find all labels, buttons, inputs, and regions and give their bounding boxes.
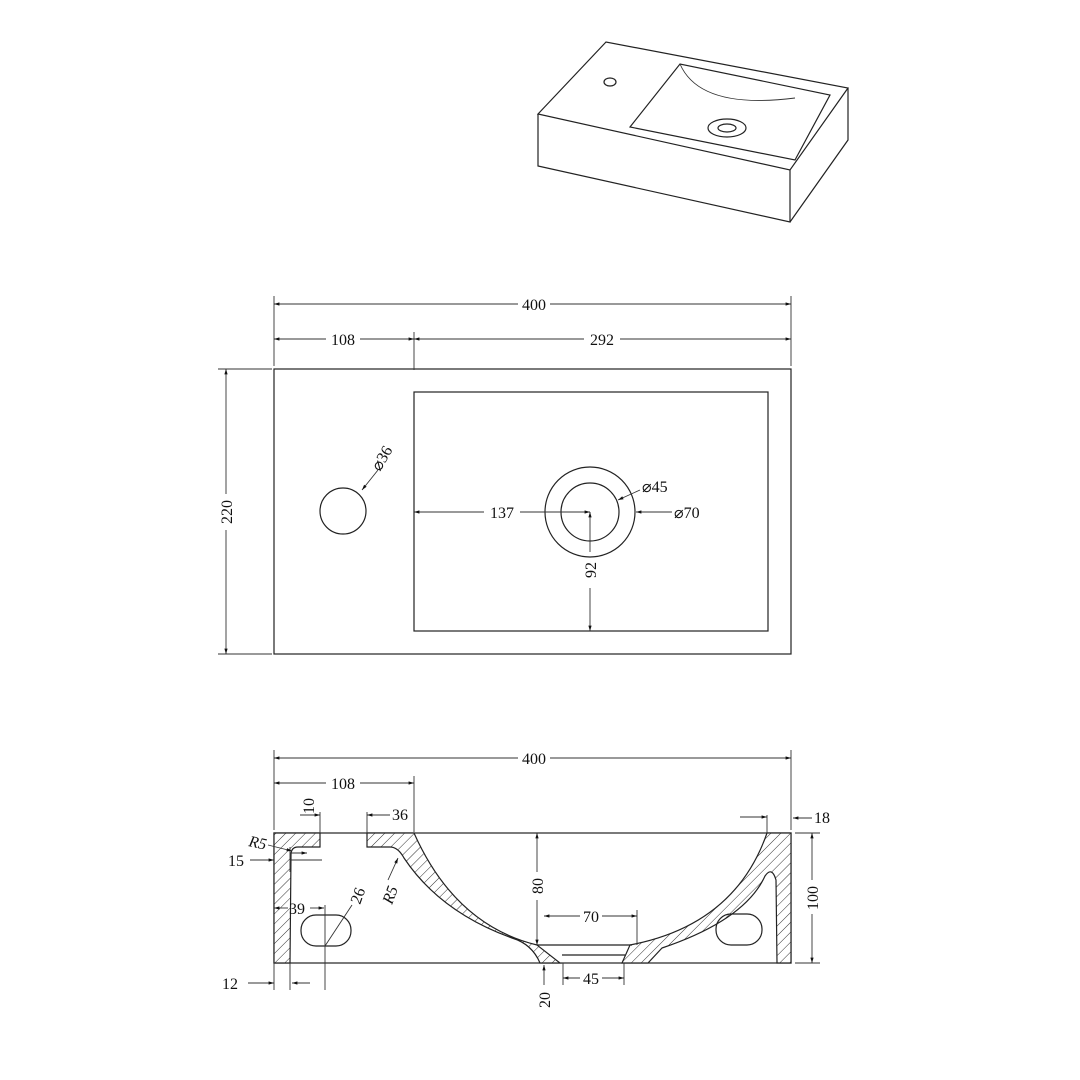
sec-dim-bowl-bottom: 70 bbox=[583, 909, 599, 926]
sec-dim-radius-inner: R5 bbox=[379, 884, 401, 907]
sec-dim-basin-depth: 80 bbox=[530, 878, 547, 894]
iso-top-face bbox=[536, 41, 850, 171]
basin-outline bbox=[273, 368, 792, 655]
section-bowl-left bbox=[366, 832, 562, 964]
dim-overall-depth: 220 bbox=[219, 500, 236, 524]
dim-drain-offset: 137 bbox=[490, 505, 514, 522]
dim-drain-inner: ⌀45 bbox=[642, 479, 668, 496]
iso-front-face bbox=[537, 114, 791, 223]
sec-dim-left-offset: 108 bbox=[331, 776, 355, 793]
iso-side-face bbox=[789, 88, 849, 223]
sec-dim-overall-width: 400 bbox=[522, 751, 546, 768]
dim-left-offset: 108 bbox=[331, 332, 355, 349]
bowl-outline bbox=[413, 391, 769, 632]
sec-dim-bottom-thickness: 20 bbox=[537, 992, 554, 1008]
iso-drain-inner bbox=[717, 123, 737, 133]
dim-drain-from-edge: 92 bbox=[583, 562, 600, 578]
section-view: 400 108 10 36 18 R5 15 R5 80 100 39 bbox=[222, 750, 830, 1008]
isometric-view bbox=[536, 41, 850, 223]
dim-overall-width: 400 bbox=[522, 297, 546, 314]
sec-dim-left-wall: 12 bbox=[222, 976, 238, 993]
section-left-wall bbox=[273, 832, 321, 964]
top-view: 400 108 292 220 ⌀36 137 ⌀45 ⌀70 92 bbox=[218, 296, 792, 655]
iso-tap-hole bbox=[603, 77, 617, 87]
iso-basin-opening bbox=[628, 63, 831, 161]
tap-hole bbox=[319, 487, 367, 535]
sec-dim-top-thickness: 15 bbox=[228, 853, 244, 870]
sec-dim-rim-lip: 10 bbox=[301, 798, 318, 814]
sec-dim-radius-left: R5 bbox=[246, 833, 268, 854]
sec-dim-overall-height: 100 bbox=[805, 886, 822, 910]
sec-dim-right-wall: 18 bbox=[814, 810, 830, 827]
iso-basin-curve bbox=[679, 63, 796, 101]
section-bowl-right bbox=[621, 832, 792, 964]
dim-tap-hole: ⌀36 bbox=[369, 443, 397, 474]
dim-drain-outer: ⌀70 bbox=[674, 505, 700, 522]
dim-basin-width: 292 bbox=[590, 332, 614, 349]
sec-dim-drain-width: 45 bbox=[583, 971, 599, 988]
sec-dim-slot-offset: 39 bbox=[289, 901, 305, 918]
sec-dim-ledge: 36 bbox=[392, 807, 408, 824]
overflow-slot-left bbox=[300, 914, 352, 947]
overflow-slot-right bbox=[715, 913, 763, 946]
iso-drain-outer bbox=[707, 118, 747, 138]
sec-dim-slot-size: 26 bbox=[348, 886, 369, 907]
